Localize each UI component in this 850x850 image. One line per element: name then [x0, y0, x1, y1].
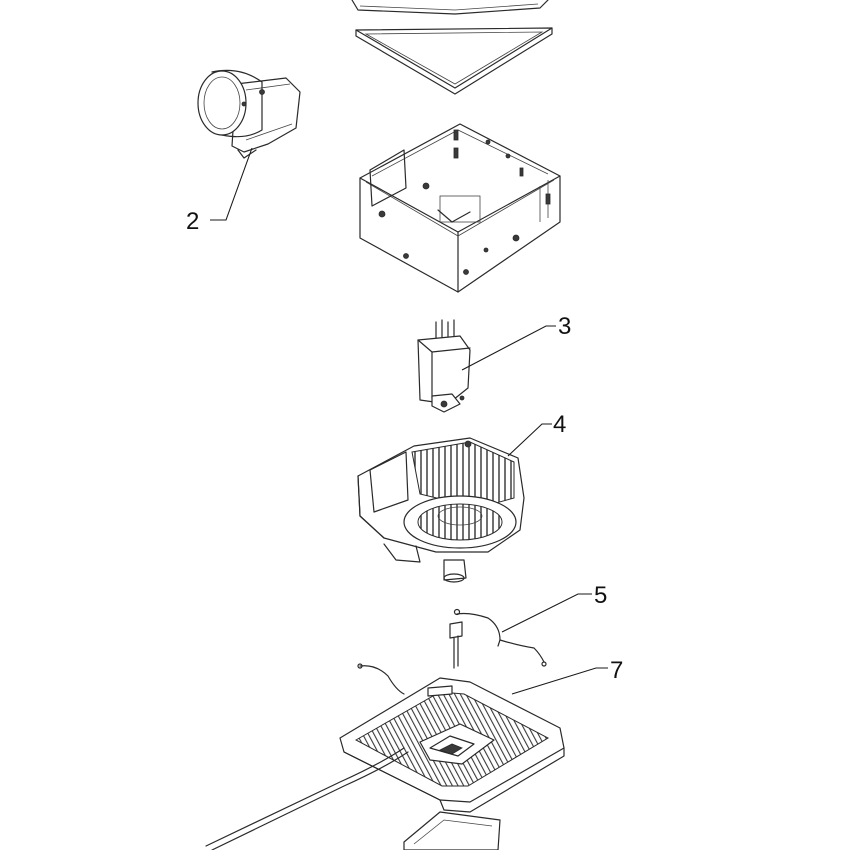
leader-line-2 — [210, 147, 253, 221]
leader-line-4 — [507, 423, 552, 457]
duct-connector-part-2 — [197, 69, 301, 159]
fan-housing-box — [359, 123, 561, 293]
light-lens-partial — [403, 811, 501, 850]
top-panel-partial — [351, 0, 549, 15]
grille-cover-part-7 — [205, 663, 565, 850]
callout-7: 7 — [610, 657, 623, 684]
leader-line-7 — [511, 667, 608, 695]
motor-part-3 — [417, 319, 471, 413]
wire-harness-part-5 — [449, 608, 547, 669]
callout-4: 4 — [553, 411, 566, 438]
blower-assembly-part-4 — [357, 437, 525, 583]
leader-line-5 — [501, 593, 592, 633]
callout-5: 5 — [594, 582, 607, 609]
callout-3: 3 — [558, 313, 571, 340]
leader-line-3 — [461, 325, 556, 371]
mounting-plate — [355, 27, 553, 95]
callout-2: 2 — [186, 208, 199, 235]
